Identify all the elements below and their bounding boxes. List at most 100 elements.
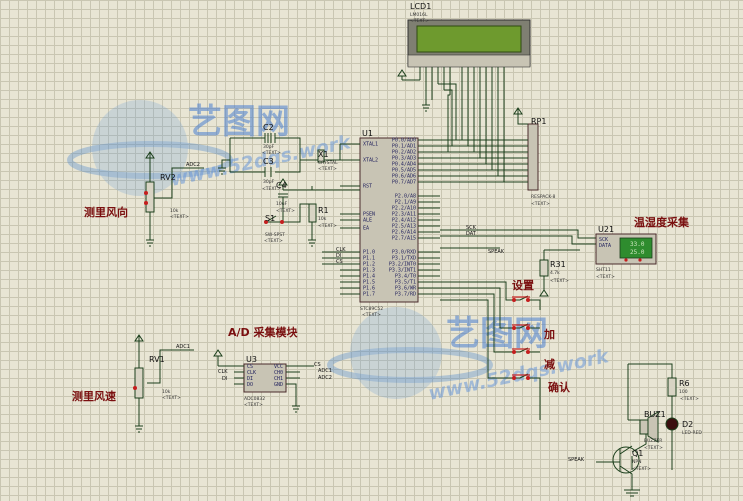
text-placeholder: <TEXT> [170,214,189,220]
adc-pin-label: DI [247,376,253,382]
s1-ref: S1 [265,214,275,223]
text-placeholder: <TEXT> [262,150,281,156]
r6-ref: R6 [679,379,690,388]
label-set: 设置 [512,278,534,292]
label-wind-speed: 测里风速 [72,389,116,403]
led-red[interactable] [665,417,679,431]
net-cs-adc: CS [314,362,321,368]
net-speak-mcu: SPEAK [488,249,505,255]
adc-pin-label: CLK [247,370,256,376]
adc-chip[interactable] [243,363,287,393]
sht11-sensor[interactable] [595,233,657,265]
text-placeholder: <TEXT> [410,18,429,24]
mcu-pin-label: XTAL2 [363,158,378,164]
net-di: DI [336,253,341,259]
mcu-pin-label: P1.0 [363,250,375,256]
adc-pin-label: VCC [274,364,283,370]
potentiometer-rv2[interactable] [144,151,204,247]
c2-ref: C2 [263,123,274,132]
u21-val: SHT11 [596,267,611,273]
text-placeholder: <TEXT> [596,274,615,280]
mcu-pin-label: P2.2/A10 [392,206,416,212]
label-confirm: 确认 [548,380,571,394]
adc-pin-label: CH0 [274,370,283,376]
mcu-pin-label: P1.5 [363,280,375,286]
mcu-pin-label: EA [363,226,369,232]
u21-ref: U21 [598,225,614,234]
mcu-pin-label: P0.0/AD0 [392,138,416,144]
mcu-pin-label: P1.7 [363,292,375,298]
mcu-pin-label: P2.4/A12 [392,218,416,224]
resistor-r6[interactable] [667,377,677,397]
net-adc1-bottom: ADC1 [318,368,332,374]
mcu-pin-label: XTAL1 [363,142,378,148]
net-dat: DAT [466,231,477,237]
potentiometer-rv1[interactable] [133,334,194,433]
lcd-pins [397,67,505,182]
lcd-display[interactable] [407,19,531,68]
minus-button[interactable] [512,347,532,354]
q1-val: NPN [632,459,641,465]
lcd-model: LM016L [410,12,428,18]
sht-pin-data: DATA [599,243,611,249]
net-di-adc: DI [222,376,227,382]
c3-ref: C3 [263,157,274,166]
net-speak-q1: SPEAK [568,457,585,463]
sht-pin-sck: SCK [599,237,608,243]
watermark-brand-bottom: 艺图网 [446,314,548,354]
r31-val: 4.7k [550,270,560,276]
c4-val: 10uF [276,201,288,207]
mcu-pin-label: P1.2 [363,262,375,268]
mcu-right-pins: P0.0/AD0P0.1/AD1P0.2/AD2P0.3/AD3P0.4/AD4… [389,138,440,298]
mcu-pin-label: P1.1 [363,256,375,262]
confirm-button[interactable] [512,373,532,380]
mcu-pin-label: P0.2/AD2 [392,150,416,156]
text-placeholder: <TEXT> [244,402,263,408]
mcu-pin-label: P3.3/INT1 [389,268,416,274]
mcu-pin-label: P3.2/INT0 [389,262,416,268]
label-wind-direction: 测里风向 [84,205,128,219]
mcu-pin-label: P3.7/RD [395,292,416,298]
output-circuit [596,363,673,497]
rv1-ref: RV1 [149,355,165,364]
lcd-ref: LCD1 [410,2,431,11]
p1-wiring [322,251,340,265]
text-placeholder: <TEXT> [264,238,283,244]
text-placeholders: <TEXT> <TEXT> <TEXT> <TEXT> <TEXT> <TEXT> <TEX… [162,18,699,472]
r31-ref: R31 [550,260,566,269]
buzzer[interactable] [639,411,659,443]
mcu-pin-label: P3.1/TXD [392,256,416,262]
text-placeholder: <TEXT> [531,201,550,207]
label-minus: 减 [544,357,555,371]
buz1-ref: BUZ1 [644,410,666,419]
resistor-r31[interactable] [539,259,549,297]
mcu-ref: U1 [362,129,373,138]
c2-val: 30pF [263,144,275,150]
mcu-pin-label: P1.6 [363,286,375,292]
rv2-ref: RV2 [160,173,176,182]
rv1-val: 10k [162,389,171,395]
net-adc2-top: ADC2 [186,162,200,168]
resistor-pack[interactable] [513,107,539,191]
text-placeholder: <TEXT> [644,445,663,451]
mcu-pin-label: P0.3/AD3 [392,156,416,162]
p2-p3-wiring [440,229,596,420]
adc-wiring [213,349,314,413]
add-button[interactable] [512,323,532,330]
adc-pin-label: CH1 [274,376,283,382]
net-clk-adc: CLK [218,369,228,375]
rv2-val: 10k [170,208,179,214]
x1-val: CRYSTAL [318,160,338,166]
mcu-pin-label: P3.6/WR [395,286,417,292]
rp1-val: RESPACK-8 [531,194,555,200]
adc-pin-label: GND [274,382,283,388]
label-add: 加 [543,327,555,341]
mcu-pin-label: P2.1/A9 [395,200,416,206]
r1-val: 10k [318,216,327,222]
mcu-pin-label: P0.7/AD7 [392,180,416,186]
transistor-q1[interactable] [612,446,640,474]
mcu-pin-label: P0.5/AD5 [392,168,416,174]
r6-val: 100 [679,389,688,395]
set-button[interactable] [512,295,532,302]
